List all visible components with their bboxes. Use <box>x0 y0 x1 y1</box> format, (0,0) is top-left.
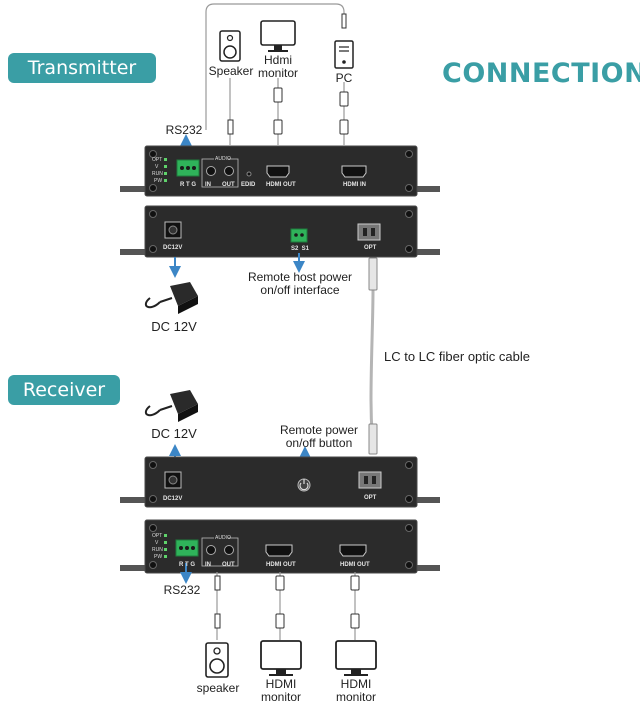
tx-speaker-label: Speaker <box>208 64 254 78</box>
receiver-front-panel <box>120 519 440 574</box>
rx-monitor1-label-line1: HDMI <box>265 677 297 691</box>
rx-dc12v-label: DC 12V <box>151 426 197 441</box>
tx-led-label-pw: PW <box>154 178 162 184</box>
tx-remote-host-label-line1: Remote host power <box>247 270 353 284</box>
rx-terminal-pins-label: R T G <box>179 562 195 568</box>
fiber-cable-label: LC to LC fiber optic cable <box>384 349 530 364</box>
rx-hdmi-monitor-icon-1 <box>260 640 302 676</box>
tx-audio-out-jack <box>224 166 234 176</box>
tx-hdmi-out-label: HDMI OUT <box>266 182 296 188</box>
tx-monitor-label-line2: monitor <box>257 66 298 80</box>
tx-audio-tag: AUDIO <box>215 156 231 162</box>
tx-hdmi-in-port <box>341 165 367 178</box>
rx-cable-plugs <box>214 575 360 629</box>
rx-rs232-label: RS232 <box>163 583 201 597</box>
rx-led-label-opt: OPT <box>152 533 162 539</box>
rx-monitor1-label-line2: monitor <box>260 690 301 704</box>
rx-led-label-v: V <box>155 540 159 546</box>
rx-hdmi-out-port-1 <box>265 544 293 557</box>
rx-audio-out-jack <box>224 545 234 555</box>
tx-led-label-v: V <box>155 164 159 170</box>
rx-hdmi-out-label-2: HDMI OUT <box>340 562 370 568</box>
tx-audio-in-jack <box>206 166 216 176</box>
tx-audio-in-label: IN <box>205 182 211 188</box>
tx-opt-label: OPT <box>364 245 377 251</box>
rx-audio-in-jack <box>206 545 216 555</box>
rx-dc-port-label: DC12V <box>163 496 182 502</box>
transmitter-section-label: Transmitter <box>8 53 156 83</box>
tx-audio-out-label: OUT <box>222 182 235 188</box>
receiver-rear-panel <box>120 456 440 508</box>
rx-status-leds <box>164 534 167 558</box>
tx-power-adapter-icon <box>144 282 198 314</box>
rx-hdmi-monitor-icon-2 <box>335 640 377 676</box>
rx-opt-label: OPT <box>364 495 377 501</box>
rx-opt-port <box>358 471 382 489</box>
tx-hdmi-out-port <box>266 165 290 178</box>
rx-audio-out-label: OUT <box>222 562 235 568</box>
connection-headline: CONNECTION <box>442 58 640 89</box>
tx-status-leds <box>164 158 167 182</box>
tx-dc12v-label: DC 12V <box>151 319 197 334</box>
rx-bottom-cables <box>216 572 356 640</box>
tx-opt-port <box>357 223 381 241</box>
receiver-section-label: Receiver <box>8 375 120 405</box>
fiber-optic-cable <box>368 257 378 455</box>
rx-audio-tag: AUDIO <box>215 535 231 541</box>
tx-remote-host-label-line2: on/off interface <box>260 283 340 297</box>
tx-rs232-label: RS232 <box>165 123 203 137</box>
rx-monitor2-label-line2: monitor <box>335 690 376 704</box>
rx-power-adapter-icon <box>144 390 198 422</box>
tx-monitor-label-line1: Hdmi <box>263 53 292 67</box>
rx-remote-button-label-line2: on/off button <box>285 436 353 450</box>
tx-led-label-opt: OPT <box>152 157 162 163</box>
rx-remote-button-label-line1: Remote power <box>279 423 359 437</box>
rx-hdmi-out-label-1: HDMI OUT <box>266 562 296 568</box>
transmitter-front-panel <box>120 145 440 197</box>
rx-monitor2-label-line1: HDMI <box>340 677 372 691</box>
hdmi-monitor-icon <box>260 20 296 52</box>
rx-audio-in-label: IN <box>205 562 211 568</box>
tx-cable-plugs <box>227 13 349 135</box>
tx-remote-pins-label: S2 S1 <box>291 246 310 252</box>
tx-remote-terminal <box>290 228 308 243</box>
pc-tower-icon <box>334 40 354 69</box>
rx-speaker-icon <box>205 642 229 678</box>
rx-hdmi-out-port-2 <box>339 544 367 557</box>
tx-terminal-pins-label: R T G <box>180 182 196 188</box>
tx-dc-port-label: DC12V <box>163 245 182 251</box>
tx-led-label-run: RUN <box>152 171 163 177</box>
rx-led-label-pw: PW <box>154 554 162 560</box>
rx-speaker-label: speaker <box>196 681 240 695</box>
tx-edid-label: EDID <box>241 182 256 188</box>
rx-led-label-run: RUN <box>152 547 163 553</box>
tx-hdmi-in-label: HDMI IN <box>343 182 366 188</box>
speaker-icon <box>219 30 241 62</box>
transmitter-rear-panel <box>120 205 440 258</box>
tx-edid-switch <box>246 171 252 177</box>
tx-pc-label: PC <box>335 71 353 85</box>
